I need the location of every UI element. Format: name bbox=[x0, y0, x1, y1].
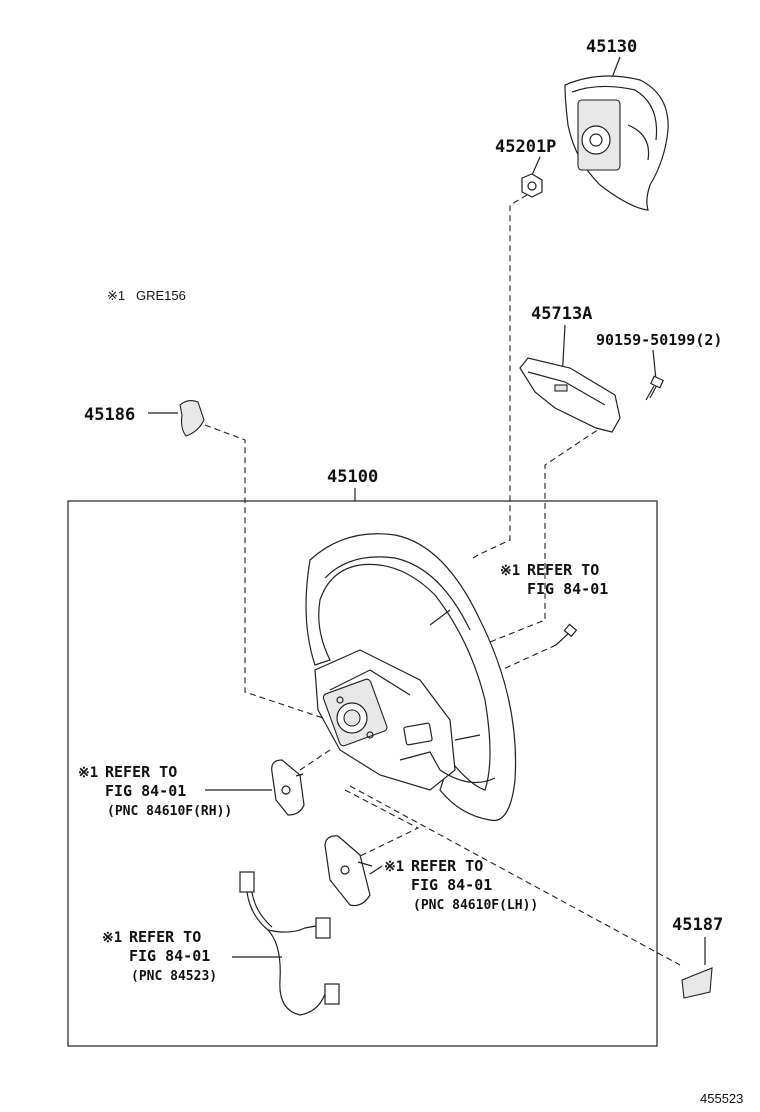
part-label-45100: 45100 bbox=[327, 467, 378, 487]
leader-45201p bbox=[531, 156, 541, 176]
dash-45201p bbox=[469, 194, 528, 561]
cover-45187 bbox=[681, 967, 713, 999]
ref-top-line2: FIG 84-01 bbox=[527, 580, 608, 598]
cover-45713a bbox=[519, 357, 621, 433]
leader-ref-lh bbox=[369, 865, 383, 875]
nut-45201p bbox=[521, 173, 543, 198]
bolt-ref bbox=[555, 623, 578, 646]
steering-wheel-45100 bbox=[305, 533, 517, 822]
ref-lh-line2: FIG 84-01 bbox=[411, 876, 492, 894]
ref-wire-line2: FIG 84-01 bbox=[129, 947, 210, 965]
ref-lh-line3: (PNC 84610F(LH)) bbox=[413, 898, 538, 913]
ref-lh-mark: ※1 bbox=[384, 859, 404, 875]
ref-rh-line3: (PNC 84610F(RH)) bbox=[107, 804, 232, 819]
ref-top-line1: REFER TO bbox=[527, 561, 599, 579]
model-note-text: GRE156 bbox=[136, 288, 186, 303]
ref-rh-line2: FIG 84-01 bbox=[105, 782, 186, 800]
dash-45186 bbox=[204, 424, 336, 723]
dash-45713a bbox=[469, 424, 606, 651]
dash-switch-lh bbox=[344, 789, 420, 861]
wire-harness-84523 bbox=[239, 871, 340, 1016]
ref-wire-line1: REFER TO bbox=[129, 928, 201, 946]
dash-switch-rh bbox=[299, 749, 331, 771]
ref-wire-line3: (PNC 84523) bbox=[131, 969, 217, 984]
figure-id: 455523 bbox=[700, 1091, 743, 1106]
part-label-45187: 45187 bbox=[672, 915, 723, 935]
switch-lh-84610f bbox=[324, 835, 373, 907]
part-label-90159-50199: 90159-50199(2) bbox=[596, 331, 722, 349]
ref-lh-line1: REFER TO bbox=[411, 857, 483, 875]
part-label-45186: 45186 bbox=[84, 405, 135, 425]
model-note-mark: ※1 bbox=[107, 288, 125, 303]
cover-45186 bbox=[179, 399, 205, 437]
part-label-45713a: 45713A bbox=[531, 304, 592, 324]
part-label-45201p: 45201P bbox=[495, 137, 556, 157]
ref-wire-mark: ※1 bbox=[102, 930, 122, 946]
assembly-box-45100 bbox=[67, 500, 658, 1047]
ref-rh-line1: REFER TO bbox=[105, 763, 177, 781]
ref-top-mark: ※1 bbox=[500, 563, 520, 579]
switch-rh-84610f bbox=[271, 759, 305, 816]
dash-45187 bbox=[349, 785, 681, 966]
airbag-pad-45130 bbox=[564, 75, 669, 211]
screw-90159 bbox=[645, 375, 665, 401]
leader-90159 bbox=[652, 349, 657, 381]
ref-rh-mark: ※1 bbox=[78, 765, 98, 781]
part-label-45130: 45130 bbox=[586, 37, 637, 57]
